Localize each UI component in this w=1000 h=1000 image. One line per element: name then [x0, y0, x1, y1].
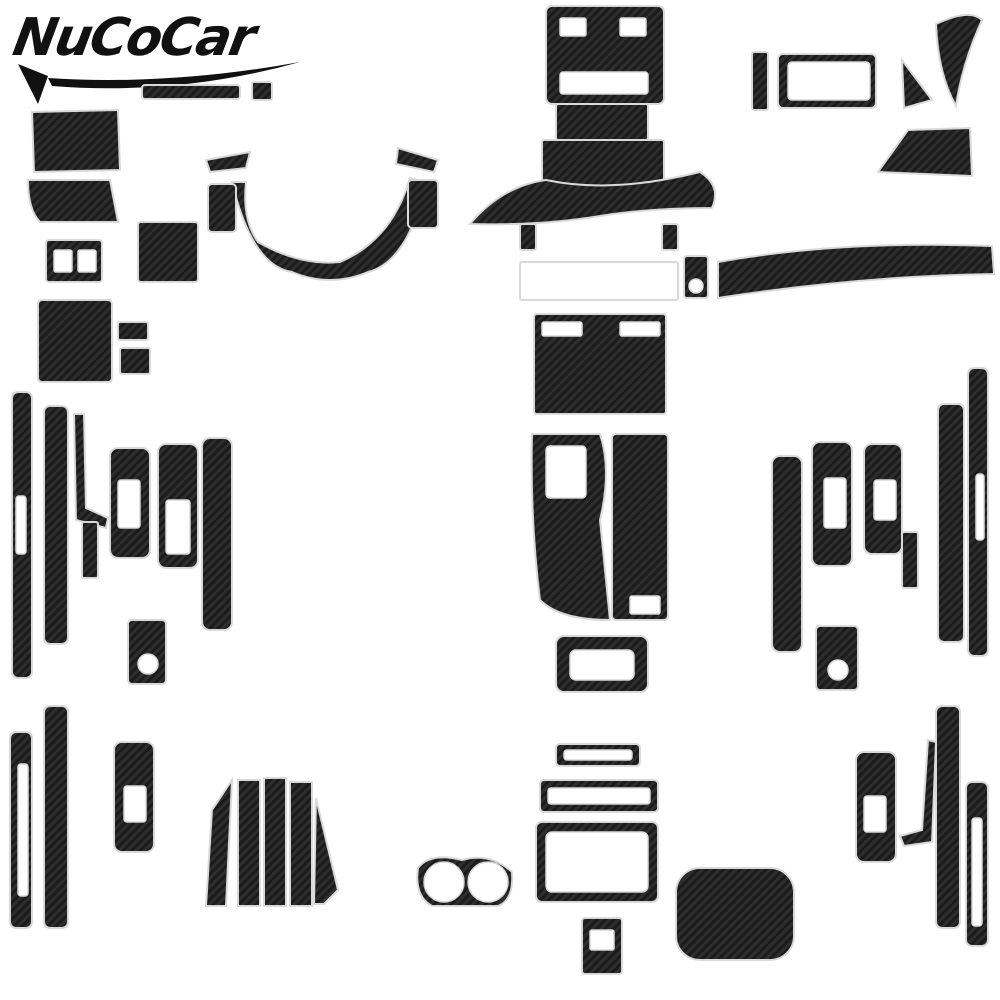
- trim-strip-icon: [519, 261, 679, 301]
- door-handle-trim-icon: [898, 738, 938, 848]
- door-trim-strip-icon: [201, 437, 233, 631]
- corner-trim-icon: [900, 56, 934, 110]
- button-frame-icon: [119, 347, 151, 375]
- door-trim-strip-icon: [43, 405, 69, 645]
- vent-clip-icon: [519, 223, 537, 251]
- door-trim-strip-icon: [771, 455, 803, 653]
- steering-button-trim-icon: [394, 146, 440, 174]
- door-handle-trim-icon: [72, 413, 110, 530]
- console-lower-panel-icon: [555, 103, 649, 141]
- b-pillar-trim-icon: [312, 797, 340, 905]
- brand-logo: NuCoCar: [8, 6, 308, 106]
- brand-swoosh-icon: [18, 62, 300, 104]
- vent-frame-left-icon: [30, 108, 122, 174]
- trim-piece-small-icon: [251, 81, 273, 101]
- vent-clip-icon: [661, 223, 679, 251]
- ac-control-panel-icon: [533, 313, 667, 415]
- steering-side-trim-icon: [407, 179, 439, 229]
- steering-side-trim-icon: [207, 183, 237, 233]
- b-pillar-trim-icon: [263, 777, 287, 907]
- trim-strip-small-icon: [141, 84, 241, 100]
- console-side-panel-icon: [611, 433, 669, 621]
- dash-panel-left-icon: [26, 179, 120, 223]
- b-pillar-trim-icon: [237, 779, 261, 907]
- a-pillar-trim-icon: [934, 13, 984, 110]
- door-trim-strip-icon: [43, 705, 69, 929]
- steering-wheel-trim-icon: [230, 176, 428, 281]
- b-pillar-trim-icon: [289, 781, 313, 907]
- button-frame-icon: [117, 321, 149, 341]
- switch-panel-small-icon: [901, 531, 919, 589]
- vent-frame-right-icon: [876, 126, 974, 178]
- dash-panel-large-icon: [37, 299, 113, 383]
- console-panel-icon: [541, 139, 665, 187]
- steering-button-trim-icon: [204, 150, 252, 174]
- door-trim-strip-icon: [937, 403, 965, 643]
- dashboard-strip-long-icon: [717, 243, 996, 300]
- fuel-cap-trim-icon: [675, 867, 795, 961]
- b-pillar-trim-icon: [204, 776, 234, 907]
- switch-panel-small-icon: [81, 521, 99, 579]
- glovebox-panel-icon: [137, 221, 199, 283]
- door-trim-strip-icon: [935, 705, 961, 929]
- trim-clip-icon: [751, 51, 769, 111]
- dashboard-strip-center-icon: [467, 170, 716, 226]
